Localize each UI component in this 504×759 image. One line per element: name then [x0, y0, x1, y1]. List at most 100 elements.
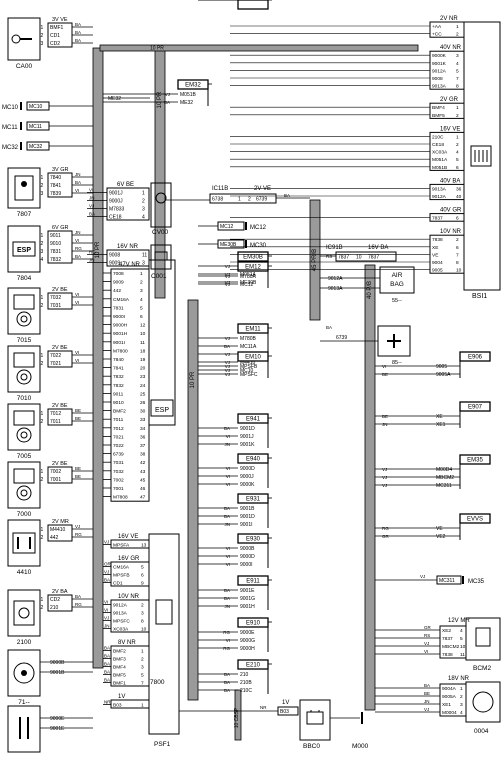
wire-color: VI — [226, 466, 230, 471]
connector-block — [106, 187, 150, 221]
wire-code: 7832 — [113, 374, 124, 380]
connector-block — [110, 699, 150, 709]
stop-lamp — [18, 607, 30, 619]
wire-code: MPSFC — [113, 619, 130, 625]
wire-color: VJ — [225, 264, 230, 269]
pin-number: 2 — [248, 197, 251, 203]
pin-number: 1 — [456, 24, 459, 30]
wire-color: VJ — [225, 280, 230, 285]
wire-code: 9001I — [113, 340, 125, 346]
ic11b-connector: 2V VE — [254, 186, 271, 192]
fuse-icon — [155, 599, 173, 625]
connector-label: 40V GR — [440, 208, 462, 214]
component-BCM2 — [465, 617, 501, 661]
pin-number: 11 — [460, 652, 465, 658]
component-BSI1 — [463, 21, 501, 291]
wire-color: BA — [104, 654, 110, 659]
wire-code: 7831 — [113, 305, 124, 311]
wire-color: BA — [224, 596, 230, 601]
wire-code: +AA — [432, 24, 442, 30]
wire-color: BA — [224, 680, 230, 685]
wire-color: VI — [75, 350, 79, 355]
wheel-sensor-icon — [13, 352, 35, 385]
wire-code: XE — [436, 414, 443, 420]
wire-code: 6738 — [212, 197, 223, 203]
wire-code: 7832 — [50, 257, 61, 263]
pin-number: 3 — [41, 41, 44, 47]
pin-number: 1 — [41, 353, 44, 359]
wire-code: 9001D — [240, 426, 255, 432]
connector-block — [47, 230, 73, 264]
switch-body — [14, 175, 34, 201]
wire-code: XC03A — [113, 627, 129, 633]
bus-label-cbsp: 10 CBSP — [234, 707, 240, 728]
wire-color: RS — [424, 633, 430, 638]
splice-code: EM35 — [467, 458, 483, 464]
wire-code: 6739 — [256, 197, 267, 203]
wire-color: VI — [226, 638, 230, 643]
wire-color: VJ — [104, 616, 109, 621]
splice-code: E930 — [246, 537, 261, 543]
pin-number: 1 — [41, 527, 44, 533]
wire-code: 9000K — [432, 53, 447, 59]
wire-color: GR — [382, 534, 390, 539]
wire-code: 7832 — [113, 383, 124, 389]
ground-code: MC10 — [2, 105, 19, 111]
wire-color: BE — [75, 416, 81, 421]
wire-code: 9001I — [240, 522, 253, 528]
airbag-code: 55-- — [392, 298, 402, 304]
pin-number: 13 — [141, 543, 147, 549]
wire-code: BMF5 — [113, 673, 126, 679]
pin-number: 2 — [140, 280, 143, 286]
wire-color: VI — [226, 434, 230, 439]
wire-color: VI — [226, 482, 230, 487]
center-harness-bus-bottom — [187, 299, 199, 701]
component-7807 — [7, 167, 41, 209]
pin-number: 2 — [41, 241, 44, 247]
wire-color: BA — [104, 678, 110, 683]
esp-ecu-icon — [150, 399, 174, 417]
component-BBC0 — [299, 699, 331, 741]
wire-code: 7837 — [338, 255, 349, 261]
pin-number: 20 — [140, 366, 146, 372]
wire-code: 7839 — [50, 191, 61, 197]
wire-code: 9004 — [432, 260, 443, 266]
splice-code: E907 — [468, 405, 483, 411]
wire-color: JN — [75, 172, 81, 177]
wire-code: M051A — [240, 272, 257, 278]
component-0004 — [465, 681, 501, 723]
wire-code: 9000J — [240, 474, 254, 480]
wire-color: RG — [89, 250, 96, 255]
connector-block — [47, 594, 73, 612]
pin-number: 4 — [460, 628, 463, 634]
ic11b-code: IC11B — [212, 186, 228, 192]
ic91b-connector: 16V BA — [368, 245, 388, 251]
component-code: PSF1 — [154, 741, 171, 748]
component-code: 7000 — [17, 511, 32, 518]
pin-number: 1 — [238, 197, 241, 203]
connector-label: 40V NR — [440, 45, 462, 51]
wire-code: M7833 — [109, 207, 125, 213]
splice-code: E911 — [246, 579, 260, 585]
stop-body — [13, 600, 35, 626]
wire-color: JN — [89, 196, 95, 201]
wire-color: BA — [104, 646, 110, 651]
wire-code: ME32 — [180, 100, 193, 106]
wire-code: 7831 — [50, 249, 61, 255]
wire-code: 7022 — [50, 353, 61, 359]
wire-code: M051A — [432, 157, 448, 163]
sensor-hub — [20, 315, 28, 323]
component-code: 4410 — [17, 569, 32, 576]
wire-code: 9004A — [442, 686, 457, 692]
wire-color: VI — [226, 562, 230, 567]
wire-color: JN — [424, 699, 430, 704]
wire-code: 7012 — [50, 411, 61, 417]
wire-color: RG — [75, 602, 82, 607]
wire-code: BMF2 — [113, 409, 126, 415]
pin-number: 1 — [41, 295, 44, 301]
bcm-icon — [475, 627, 491, 647]
wire-code: XC03A — [432, 150, 448, 156]
pin-number: 6 — [456, 165, 459, 171]
